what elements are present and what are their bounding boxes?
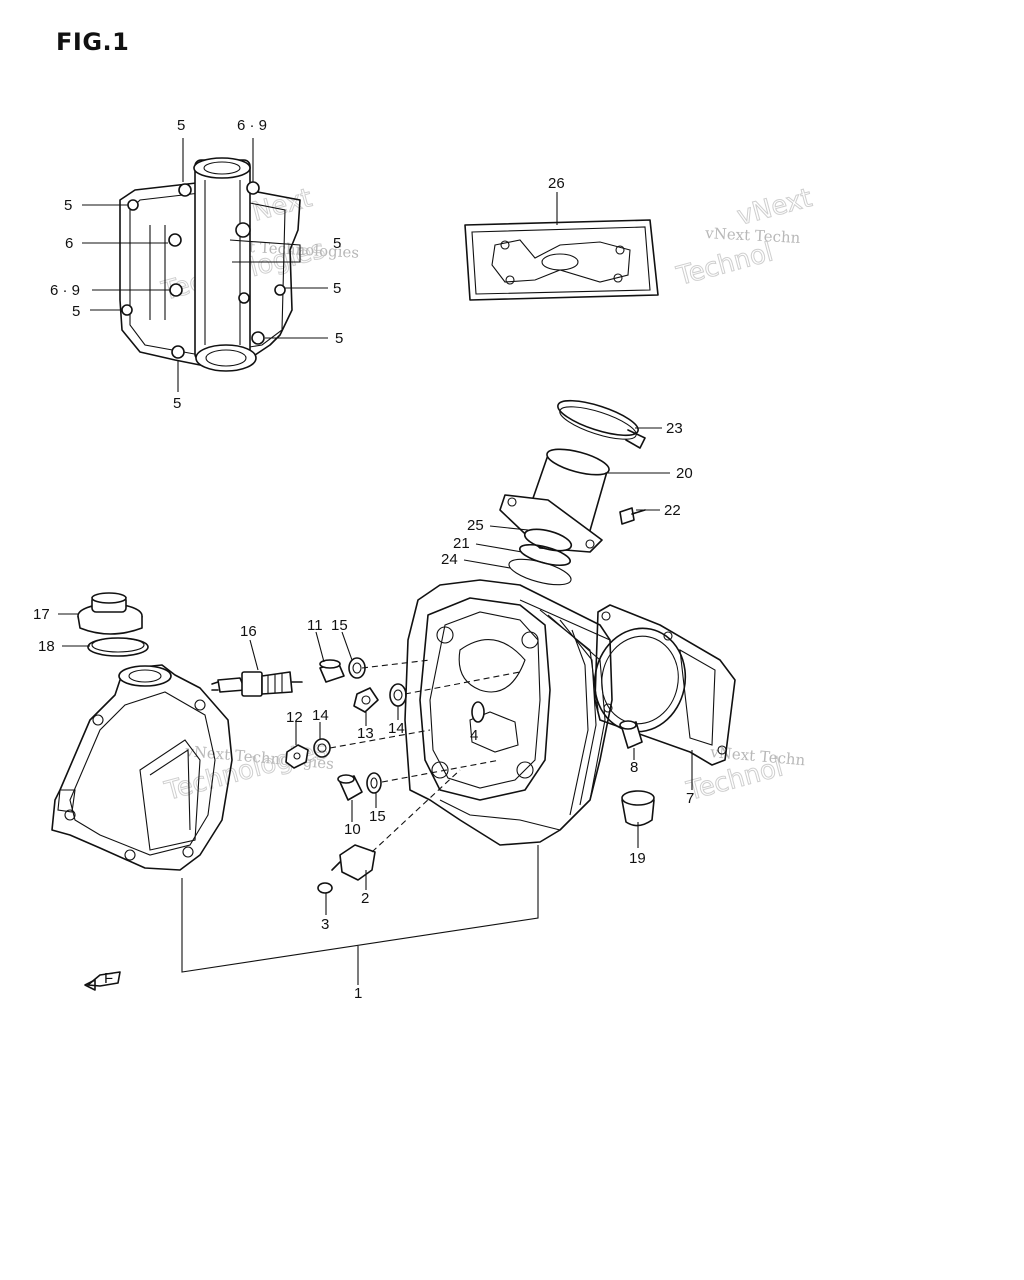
stud-2 [331,844,376,881]
callout-26: 26 [548,175,565,192]
callout-5: 5 [64,197,72,214]
callout-8: 8 [630,759,638,776]
callout-6: 6 [65,235,73,252]
callout-14: 14 [312,707,329,724]
o-ring-18 [87,637,149,657]
callout-7: 7 [686,790,694,807]
callout-5: 5 [173,395,181,412]
cap-nut-11 [319,659,345,683]
o-ring-3 [317,882,333,894]
cylinder-head-top-view [119,157,301,372]
callout-labels: 5 6 · 9 5 6 6 · 9 5 5 5 5 5 26 23 20 22 … [33,117,694,1002]
watermark-big: Technol [673,237,776,292]
plug-19 [621,790,655,827]
leader-lines [58,138,693,985]
callout-5: 5 [335,330,343,347]
callout-15: 15 [369,808,386,825]
callout-13: 13 [357,725,374,742]
callout-1: 1 [354,985,362,1002]
watermark-big: vNext [734,183,815,232]
intake-pipe-assembly [499,399,646,586]
dowel-pin-8 [619,720,643,749]
callout-25: 25 [467,517,484,534]
callout-5: 5 [333,280,341,297]
watermark-text: vNext Techn [704,224,801,247]
gasket-7 [593,604,736,766]
callout-21: 21 [453,535,470,552]
oil-filler-cap-17 [77,592,143,635]
nut-12 [285,744,309,769]
spark-plug-16 [211,671,303,697]
front-direction-arrow [84,971,121,991]
callout-12: 12 [286,709,303,726]
callout-5: 5 [333,235,341,252]
callout-20: 20 [676,465,693,482]
washer-14-right [389,683,407,707]
washer-15-lower [366,772,382,794]
callout-14: 14 [388,720,405,737]
gasket-26 [464,219,659,301]
orientation-mark-label: F [104,970,113,987]
callout-5: 5 [72,303,80,320]
callout-16: 16 [240,623,257,640]
callout-24: 24 [441,551,458,568]
callout-22: 22 [664,502,681,519]
callout-11: 11 [307,617,323,634]
callout-6-9: 6 · 9 [237,117,267,134]
figure-title: FIG.1 [56,28,130,56]
cap-nut-10 [337,774,363,801]
callout-6-9: 6 · 9 [50,282,80,299]
cylinder-head-cover [51,664,233,871]
callout-18: 18 [38,638,55,655]
callout-17: 17 [33,606,50,623]
callout-4: 4 [470,727,478,744]
callout-2: 2 [361,890,369,907]
callout-19: 19 [629,850,646,867]
callout-3: 3 [321,916,329,933]
callout-15: 15 [331,617,348,634]
cylinder-head-body [404,579,613,846]
nut-13 [353,687,379,713]
callout-10: 10 [344,821,361,838]
callout-5: 5 [177,117,185,134]
callout-23: 23 [666,420,683,437]
